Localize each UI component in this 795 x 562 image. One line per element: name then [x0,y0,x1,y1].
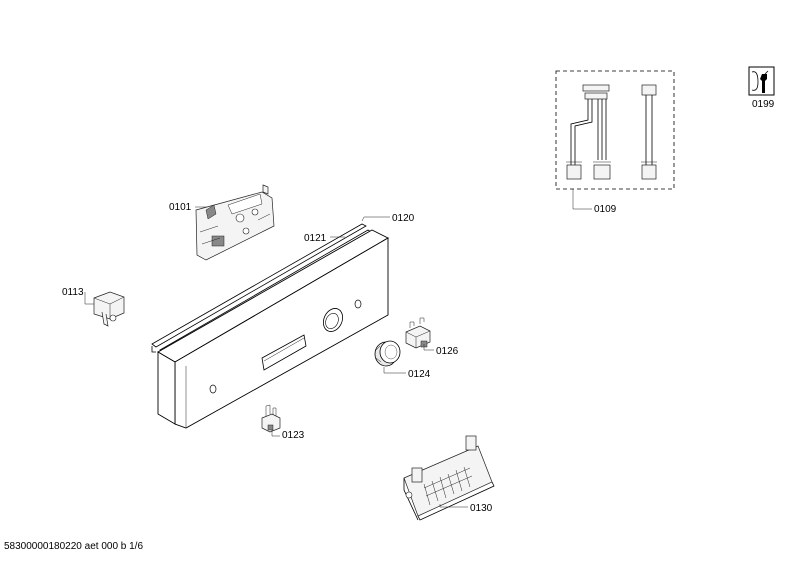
leader-0120 [361,216,390,222]
part-0130-terminal-block[interactable] [403,435,495,521]
leader-0113 [84,292,94,305]
leader-0109 [572,189,592,210]
leader-0130 [439,504,468,508]
part-0113-retaining-clip[interactable] [93,291,125,327]
part-0124-selector-knob[interactable] [374,340,401,367]
leader-0126 [423,344,434,351]
label-0121: 0121 [304,233,327,244]
leader-0124 [383,367,406,374]
part-0109-wiring-harness-set[interactable] [555,70,675,190]
control-panel-fascia [157,229,389,429]
service-manual-icon[interactable] [748,66,775,96]
leader-0123 [271,430,280,437]
part-0126-switch[interactable] [405,317,431,349]
part-0121-trim-strip[interactable] [151,223,367,353]
part-0123-switch[interactable] [261,404,281,433]
label-0101: 0101 [169,202,192,213]
label-0109: 0109 [594,204,617,215]
label-0126: 0126 [436,346,459,357]
label-0130: 0130 [470,503,493,514]
label-0120: 0120 [392,213,415,224]
label-0124: 0124 [408,369,431,380]
label-0123: 0123 [282,430,305,441]
document-footer: 58300000180220 aet 000 b 1/6 [4,541,144,552]
part-0101-control-module[interactable] [195,184,275,261]
label-0113: 0113 [62,287,84,298]
label-0199: 0199 [752,99,775,110]
